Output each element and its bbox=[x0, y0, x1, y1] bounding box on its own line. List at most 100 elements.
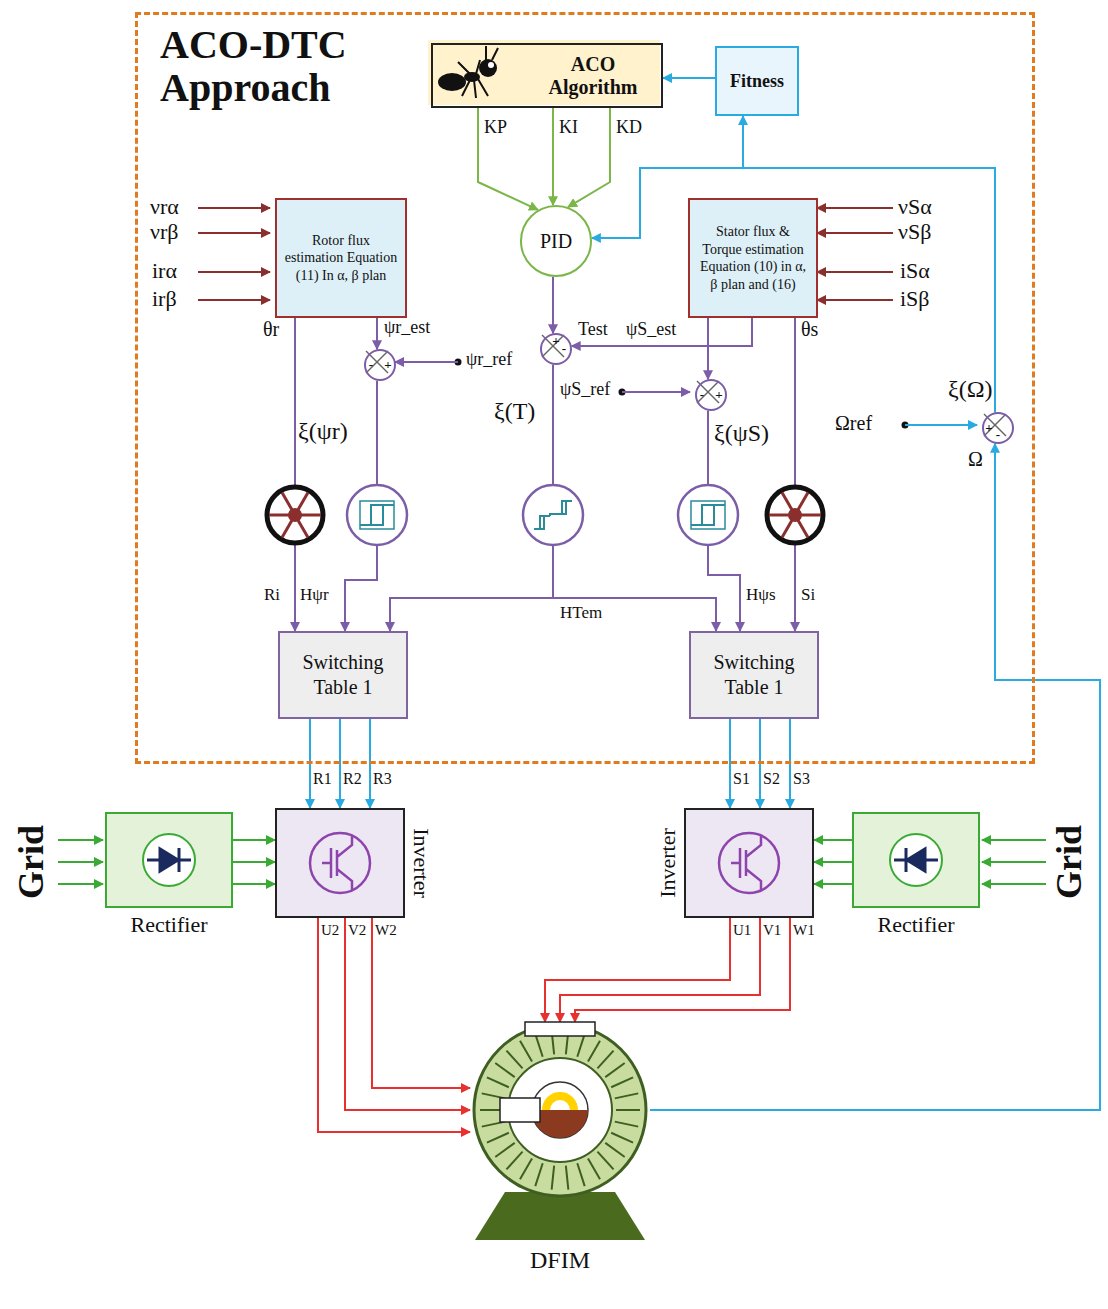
edge-label: R3 bbox=[373, 770, 392, 788]
edge-label: KI bbox=[559, 118, 578, 138]
aco-algorithm-box: ACO Algorithm bbox=[431, 43, 663, 108]
edge-label: U1 bbox=[733, 922, 751, 939]
signal-label: Hψr bbox=[300, 586, 329, 605]
edge-label: S2 bbox=[763, 770, 780, 788]
connector bbox=[294, 318, 296, 631]
edge-label: S3 bbox=[793, 770, 810, 788]
signal-label: Hψs bbox=[746, 586, 776, 605]
signal-label: irβ bbox=[152, 287, 177, 311]
connector bbox=[663, 77, 715, 79]
edge-label: θs bbox=[801, 318, 818, 340]
edge-label: ψr_est bbox=[384, 318, 430, 338]
connector bbox=[814, 883, 852, 885]
node-label: Rotor flux estimation Equation (11) In α… bbox=[283, 232, 399, 285]
edge-label: ψS_est bbox=[626, 320, 676, 340]
grid-label: Grid bbox=[1050, 825, 1090, 899]
connector bbox=[572, 318, 752, 346]
signal-label: ξ(ψS) bbox=[714, 420, 769, 446]
edge-label: KD bbox=[616, 118, 642, 138]
signal-label: HTem bbox=[560, 604, 602, 623]
node-label: - bbox=[366, 359, 376, 371]
approach-region: ACO-DTC Approach ACO Algorithm FitnessPID R… bbox=[135, 12, 1035, 764]
speed-comparator: +- bbox=[982, 412, 1014, 444]
node-label: ACO-DTC Approach bbox=[160, 23, 365, 109]
signal-label: Ωref bbox=[835, 412, 872, 434]
node-label: ACO Algorithm bbox=[543, 53, 643, 99]
node-label: Inverter bbox=[655, 828, 681, 898]
node-label: PID bbox=[540, 230, 572, 253]
edge-label: V1 bbox=[763, 922, 781, 939]
rectifier-box: Rectifier bbox=[852, 812, 980, 908]
edge-label: S1 bbox=[733, 770, 750, 788]
connector bbox=[592, 168, 995, 412]
edge-label: W1 bbox=[793, 922, 815, 939]
signal-label: ξ(Ω) bbox=[948, 376, 993, 402]
dfim-machine: DFIM bbox=[470, 1022, 650, 1287]
connector bbox=[233, 883, 275, 885]
connector bbox=[568, 108, 610, 207]
connector bbox=[233, 861, 275, 863]
signal-label: ψr_ref bbox=[466, 350, 512, 370]
node-label: Switching Table 1 bbox=[286, 650, 400, 700]
fitness-box: Fitness bbox=[715, 46, 799, 116]
connector bbox=[372, 918, 470, 1088]
signal-label: Ri bbox=[264, 586, 280, 605]
node-label: Rectifier bbox=[97, 912, 241, 938]
signal-label: νSβ bbox=[898, 220, 931, 244]
connector bbox=[814, 861, 852, 863]
node-label: - bbox=[993, 429, 1003, 441]
connector bbox=[318, 918, 470, 1132]
switching-table: Switching Table 1 bbox=[278, 631, 408, 719]
connector bbox=[233, 839, 275, 841]
connector bbox=[560, 918, 760, 1022]
signal-label: νrβ bbox=[150, 220, 178, 244]
inverter-box: Inverter bbox=[275, 808, 405, 918]
edge-label: R2 bbox=[343, 770, 362, 788]
edge-label: Ω bbox=[968, 448, 983, 470]
edge-label: W2 bbox=[375, 922, 397, 939]
connector bbox=[545, 918, 730, 1022]
edge-label: V2 bbox=[348, 922, 366, 939]
signal-label: iSβ bbox=[900, 287, 930, 311]
connector bbox=[345, 918, 470, 1110]
edge-label: KP bbox=[484, 118, 507, 138]
dfim-drawing bbox=[474, 1022, 646, 1240]
connector bbox=[552, 277, 554, 333]
edge-label: Test bbox=[578, 320, 608, 340]
connector bbox=[575, 918, 790, 1022]
connector bbox=[707, 318, 709, 379]
node-label: + bbox=[714, 389, 724, 401]
node-label: - bbox=[559, 343, 569, 355]
stator-estimator-box: Stator flux & Torque estimation Equation… bbox=[688, 198, 818, 318]
node-label: - bbox=[697, 389, 707, 401]
torque-comparator: +- bbox=[540, 333, 572, 365]
edge-label: θr bbox=[263, 318, 279, 340]
edge-label: R1 bbox=[313, 770, 332, 788]
node-label: Fitness bbox=[730, 71, 784, 92]
pid-circle: PID bbox=[520, 205, 592, 277]
node-label: Inverter bbox=[408, 828, 434, 898]
connector bbox=[814, 839, 852, 841]
rotor-estimator-box: Rotor flux estimation Equation (11) In α… bbox=[275, 198, 407, 318]
signal-label: irα bbox=[152, 259, 177, 283]
signal-label: iSα bbox=[900, 259, 930, 283]
signal-label: νrα bbox=[150, 195, 179, 219]
signal-label: Si bbox=[801, 586, 815, 605]
edge-label: U2 bbox=[321, 922, 339, 939]
stator-flux-comparator: -+ bbox=[695, 379, 727, 411]
inverter-box: Inverter bbox=[684, 808, 814, 918]
signal-label: ξ(T) bbox=[494, 398, 535, 424]
ant-icon bbox=[438, 46, 498, 98]
rotor-flux-comparator: -+ bbox=[364, 349, 396, 381]
grid-label: Grid bbox=[12, 825, 52, 899]
node-label: Switching Table 1 bbox=[697, 650, 811, 700]
connector bbox=[376, 318, 378, 349]
node-label: Stator flux & Torque estimation Equation… bbox=[696, 223, 810, 293]
switching-table: Switching Table 1 bbox=[689, 631, 819, 719]
signal-label: ψS_ref bbox=[560, 380, 610, 400]
node-label: DFIM bbox=[470, 1247, 650, 1274]
connector bbox=[478, 108, 538, 210]
connector bbox=[552, 108, 554, 205]
node-label: + bbox=[383, 359, 393, 371]
